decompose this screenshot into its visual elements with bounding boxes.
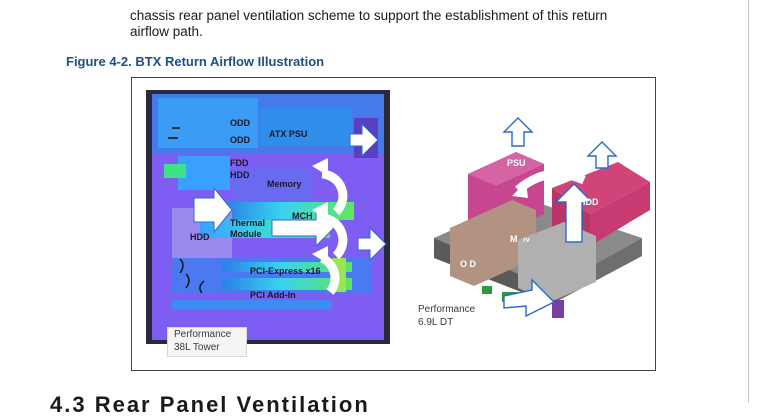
tower-label-atx-psu: ATX PSU	[269, 129, 308, 139]
dt-caption-line-2: 6.9L DT	[418, 317, 454, 328]
dt-label-rv: rv	[523, 237, 530, 244]
tower-label-fdd: FDD	[230, 158, 249, 168]
dt-label-od: O D	[460, 259, 477, 269]
tower-label-pci-express: PCI-Express x16	[250, 266, 321, 276]
intro-line-2: airflow path.	[130, 24, 203, 39]
figure-caption: Figure 4-2. BTX Return Airflow Illustrat…	[66, 54, 325, 69]
tower-chassis	[146, 90, 390, 344]
dt-caption: Performance 6.9L DT	[418, 303, 475, 329]
dt-label-hdd: HDD	[579, 197, 599, 207]
tower-label-hdd-side: HDD	[190, 232, 210, 242]
dt-system	[434, 117, 650, 318]
dt-label-m: M	[510, 234, 518, 244]
tower-caption-line-1: Performance	[174, 329, 232, 340]
tower-caption: Performance 38L Tower	[167, 327, 247, 357]
tower-label-memory: Memory	[267, 179, 302, 189]
tower-label-pci-addin: PCI Add-In	[250, 290, 296, 300]
tower-label-module: Module	[230, 229, 262, 239]
page-right-rule	[748, 0, 749, 403]
tower-label-hdd: HDD	[230, 170, 250, 180]
tower-caption-line-2: 38L Tower	[174, 342, 220, 353]
figure-frame: ODD ODD ATX PSU FDD HDD Memory MCH Therm…	[131, 77, 656, 371]
tower-label-odd-1: ODD	[230, 118, 250, 128]
dt-label-psu: PSU	[507, 158, 526, 168]
tower-label-odd-2: ODD	[230, 135, 250, 145]
next-section-heading: 4.3 Rear Panel Ventilation	[50, 392, 370, 417]
airflow-illustration	[146, 90, 650, 344]
tower-label-thermal: Thermal	[230, 218, 266, 228]
dt-caption-line-1: Performance	[418, 304, 476, 315]
intro-paragraph: chassis rear panel ventilation scheme to…	[130, 8, 690, 40]
intro-line-1: chassis rear panel ventilation scheme to…	[130, 8, 608, 23]
tower-label-mch: MCH	[292, 211, 313, 221]
